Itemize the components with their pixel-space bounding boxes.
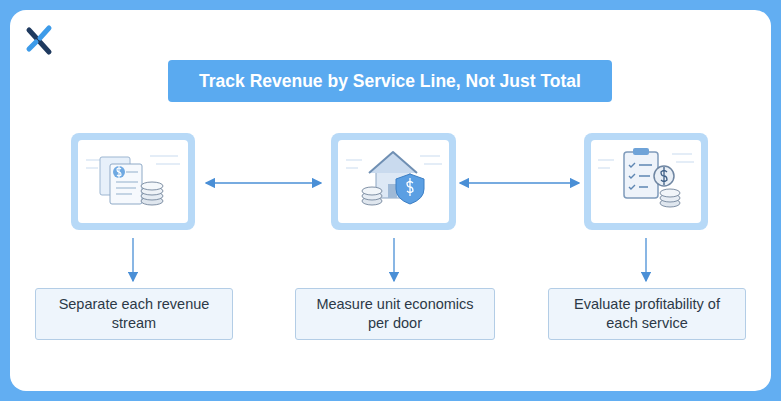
step-box: Separate each revenue stream [35,288,233,340]
logo [29,28,49,52]
step-label: Measure unit economics per door [304,295,486,333]
step-box: Evaluate profitability of each service [548,288,746,340]
icon-panel [591,140,701,223]
dollar-sign [117,166,121,178]
double-arrow [460,182,579,183]
step-label: Evaluate profitability of each service [557,295,737,333]
document-icon [110,164,142,204]
icon-panel [338,140,449,223]
icon-box [71,133,195,230]
checklist-lines [629,163,652,189]
coin [141,182,163,190]
down-arrow [132,238,133,281]
clipboard-icon [624,152,658,198]
logo-stroke [29,28,49,49]
coin [362,187,382,195]
icon-box [584,133,708,230]
down-arrow [645,238,646,281]
double-arrow [206,182,321,183]
clipboard-clip [633,148,649,155]
step-box: Measure unit economics per door [295,288,495,340]
shield-icon [396,174,424,204]
house-roof [369,152,417,173]
coin [660,189,680,197]
title-banner: Track Revenue by Service Line, Not Just … [168,60,612,102]
icon-frame [71,133,195,230]
dollar-sign [661,167,667,185]
icon-panel [78,140,188,223]
down-arrow [393,238,394,281]
dollar-coin [654,166,674,186]
icon-frame [584,133,708,230]
dollar-sign [407,178,413,196]
icon-frame [331,133,456,230]
coin-stack [660,189,680,207]
dollar-coin [113,166,125,178]
icon-box [331,133,456,230]
coin-stack [141,182,163,205]
step-label: Separate each revenue stream [44,295,224,333]
inner-panel [10,10,771,391]
coin-stack [362,187,382,205]
